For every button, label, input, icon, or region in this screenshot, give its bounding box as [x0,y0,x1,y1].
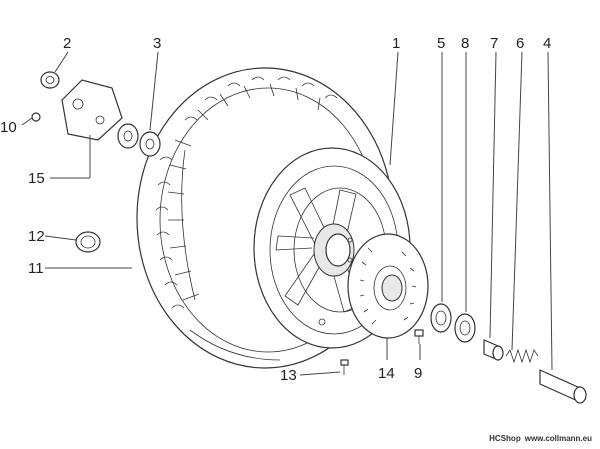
screw-9 [414,329,424,344]
nut-2 [40,71,60,89]
right-bearing-8 [454,313,476,343]
leader-lines [21,51,553,376]
callout-2: 2 [63,35,71,52]
screw-10 [31,112,41,122]
bearings-3 [117,123,161,157]
spring-6 [505,348,539,364]
callout-14: 14 [378,365,395,382]
brake-disc [347,233,429,339]
screw-13 [340,359,349,375]
callout-8: 8 [461,35,469,52]
bracket-15 [61,79,123,141]
callout-12: 12 [28,228,45,245]
credit-brand: HCShop [489,434,521,443]
right-bearing-5 [430,303,452,333]
callout-3: 3 [153,35,161,52]
callout-7: 7 [490,35,498,52]
callout-5: 5 [437,35,445,52]
callout-13: 13 [280,367,297,384]
callout-11: 11 [28,260,44,277]
callout-6: 6 [516,35,524,52]
callout-9: 9 [414,365,422,382]
axle-4 [539,369,587,404]
credit-site: www.collmann.eu [524,434,592,443]
spacer-7 [483,339,504,361]
callout-10: 10 [0,119,17,136]
callout-1: 1 [392,35,400,52]
ring-12 [75,231,101,253]
callout-4: 4 [543,35,551,52]
callout-15: 15 [28,170,45,187]
